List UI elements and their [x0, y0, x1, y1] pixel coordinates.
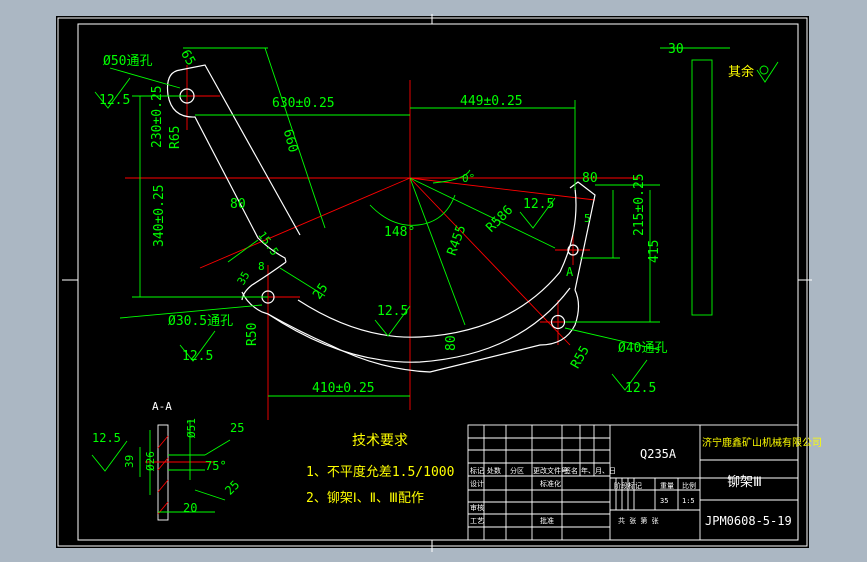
drawing-number: JPM0608-5-19 [705, 514, 792, 528]
dim-80a: 80 [230, 197, 246, 212]
weight-value: 35 [660, 497, 668, 505]
weight-header: 重量 [660, 482, 674, 490]
section-dim-26: Ø26 [144, 451, 157, 471]
revision-header-mark: 标记 [470, 466, 484, 475]
sheet-info: 共 张 第 张 [618, 516, 659, 525]
part-name: 铆架Ⅲ [727, 475, 762, 490]
roughness-rest-label: 其余 [728, 64, 754, 80]
drawing-sheet [56, 16, 809, 548]
requirement-2: 2、铆架Ⅰ、Ⅱ、Ⅲ配作 [306, 491, 424, 506]
dim-25a: 25 [310, 281, 331, 302]
roughness-4: 12.5 [182, 349, 213, 364]
title-block-lines [467, 424, 799, 541]
roughness-5: 12.5 [625, 381, 656, 396]
process-label: 工艺 [470, 517, 484, 525]
stage-mark-header: 阶段标记 [614, 481, 642, 490]
dim-80b: 80 [582, 171, 598, 186]
section-labels: A-A 12.5 39 Ø26 Ø51 25 75° 25 20 [92, 400, 244, 515]
section-dim-51: Ø51 [185, 418, 198, 438]
revision-header-sign: 签名 [564, 466, 578, 475]
requirements-title: 技术要求 [352, 433, 408, 449]
dim-35: 35 [235, 269, 253, 287]
revision-header-date: 年、月、日 [581, 466, 616, 475]
roughness-2: 12.5 [523, 197, 554, 212]
dim-340: 340±0.25 [152, 184, 167, 247]
dim-410: 410±0.25 [312, 381, 375, 396]
dim-230: 230±0.25 [150, 85, 165, 148]
revision-header-doc: 更改文件号 [533, 466, 568, 475]
roughness-1: 12.5 [99, 93, 130, 108]
dim-r50: R50 [245, 323, 260, 346]
section-roughness: 12.5 [92, 431, 121, 445]
dim-215: 215±0.25 [632, 173, 647, 236]
company-name: 济宁鹿鑫矿山机械有限公司 [702, 436, 822, 449]
dim-80c: 80 [444, 335, 459, 351]
technical-requirements: 技术要求 1、不平度允差1.5/1000 2、铆架Ⅰ、Ⅱ、Ⅲ配作 [306, 433, 454, 506]
dim-630: 630±0.25 [272, 96, 335, 111]
standardization-label: 标准化 [540, 479, 561, 488]
approve-label: 批准 [540, 516, 554, 525]
dim-8: 8 [258, 260, 265, 273]
dimension-lines [94, 47, 779, 397]
scale-header: 比例 [682, 481, 696, 490]
centering-marks [62, 14, 812, 552]
section-angle-75: 75° [205, 459, 227, 473]
revision-header-count: 处数 [487, 466, 501, 475]
dim-449: 449±0.25 [460, 94, 523, 109]
section-dim-25a: 25 [230, 421, 244, 435]
dim-30: 30 [668, 42, 684, 57]
dim-65: 65 [177, 47, 198, 68]
requirement-1: 1、不平度允差1.5/1000 [306, 464, 454, 480]
hole-50-label: Ø50通孔 [103, 54, 152, 69]
section-mark-a: A [566, 265, 574, 279]
scale-value: 1:5 [682, 497, 695, 505]
section-dim-39: 39 [123, 455, 136, 468]
revision-header-zone: 分区 [510, 466, 524, 475]
hole-40-label: Ø40通孔 [618, 341, 667, 356]
roughness-3: 12.5 [377, 304, 408, 319]
hole-30-5-label: Ø30.5通孔 [168, 314, 233, 329]
dim-415: 415 [647, 240, 662, 263]
section-title: A-A [152, 400, 172, 413]
title-block-text: Q235A 济宁鹿鑫矿山机械有限公司 铆架Ⅲ JPM0608-5-19 标记 处… [470, 436, 822, 528]
inner-frame [77, 23, 799, 541]
dim-660: 660 [280, 128, 301, 155]
reviewer-label: 审核 [470, 503, 484, 512]
material: Q235A [640, 447, 677, 461]
angle-0: 0° [462, 172, 475, 185]
section-dim-20: 20 [183, 501, 197, 515]
dimension-labels: Ø50通孔 65 R65 630±0.25 449±0.25 230±0.25 … [99, 42, 754, 396]
angle-148: 148° [384, 225, 415, 240]
part-outline [166, 64, 596, 373]
designer-label: 设计 [470, 479, 484, 488]
dim-r65: R65 [168, 126, 183, 149]
dim-5: 5 [584, 212, 591, 225]
section-view [91, 420, 231, 521]
